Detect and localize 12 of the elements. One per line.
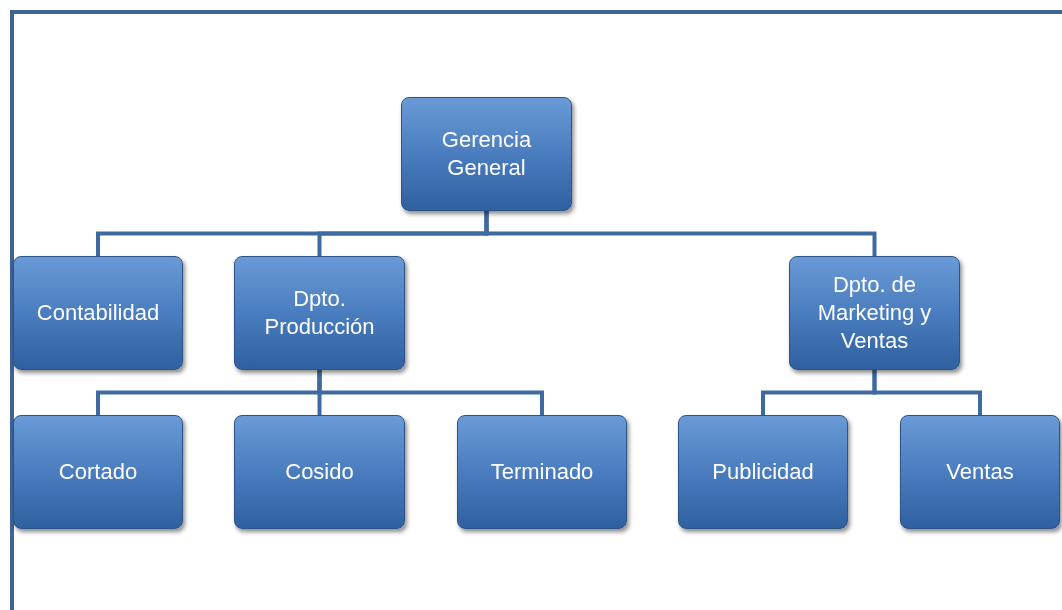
org-box: Publicidad <box>678 415 848 529</box>
org-box: Cortado <box>13 415 183 529</box>
connector-line <box>484 211 877 256</box>
org-box: Contabilidad <box>13 256 183 370</box>
org-box: Dpto. Producción <box>234 256 405 370</box>
org-box: Gerencia General <box>401 97 572 211</box>
org-box: Ventas <box>900 415 1060 529</box>
org-box: Terminado <box>457 415 627 529</box>
connector-line <box>317 370 544 415</box>
org-box: Dpto. de Marketing y Ventas <box>789 256 960 370</box>
org-box: Cosido <box>234 415 405 529</box>
connector-line <box>872 370 982 415</box>
